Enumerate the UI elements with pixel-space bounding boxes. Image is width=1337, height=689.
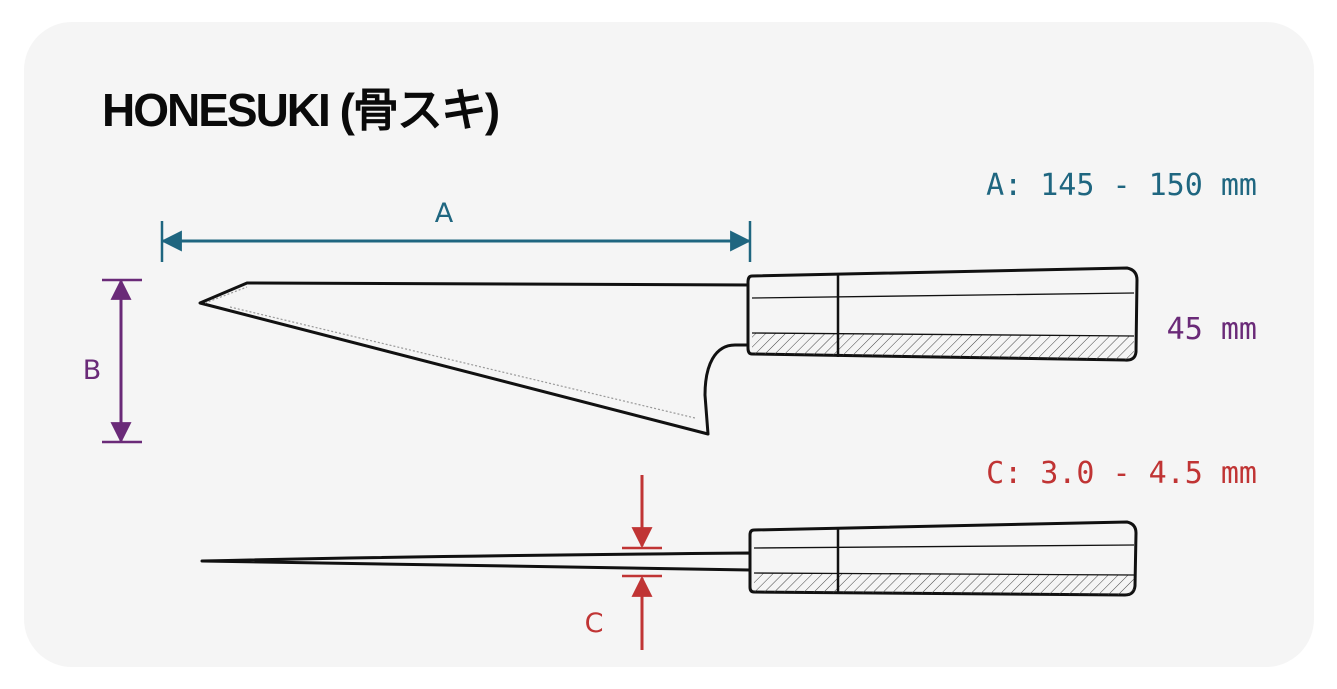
knife-top-view [200, 520, 1138, 597]
blade-side [198, 281, 754, 436]
dimension-c: C [585, 475, 662, 650]
legend-row-a: A: 145 - 150 mm [986, 168, 1257, 203]
handle-side-hatch [752, 333, 1134, 360]
handle-top-hatch [754, 573, 1134, 595]
knife-side-view [198, 266, 1139, 436]
dim-b-label: B [83, 355, 102, 386]
page-title: HONESUKI (骨スキ) [102, 84, 500, 136]
blade-bevel-line [204, 286, 696, 419]
legend-row-c: C: 3.0 - 4.5 mm [986, 456, 1257, 491]
dim-a-label: A [435, 198, 454, 229]
dimension-a: A [160, 198, 752, 262]
dimension-b: B [83, 278, 142, 444]
blade-top [200, 551, 752, 572]
dim-c-label: C [585, 608, 604, 639]
